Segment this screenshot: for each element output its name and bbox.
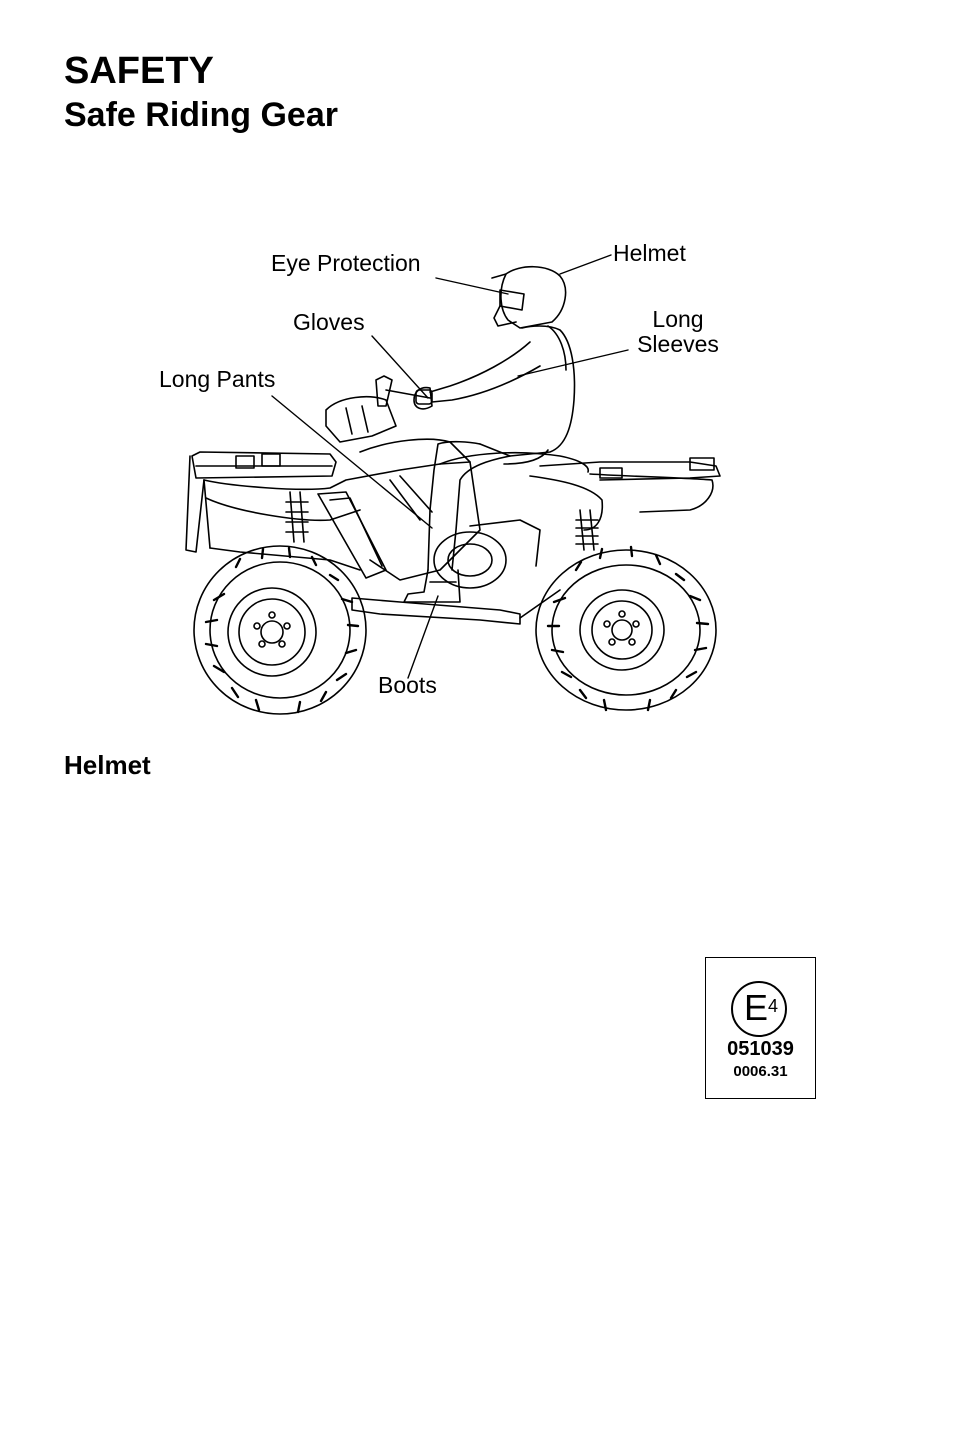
rear-wheel <box>193 545 367 715</box>
atv-rider-illustration: Eye Protection Helmet Gloves Long Sleeve… <box>0 230 954 720</box>
ece-country-number: 4 <box>768 996 779 1016</box>
ece-approval-label: E 4 051039 0006.31 <box>705 957 816 1099</box>
atv-body <box>185 375 721 625</box>
label-eye-protection: Eye Protection <box>271 250 421 276</box>
label-long-sleeves-line1: Long <box>652 306 704 332</box>
label-long-sleeves: Long Sleeves <box>632 306 724 358</box>
rider <box>403 265 576 603</box>
front-wheel <box>535 545 717 712</box>
ece-mark-letter: E <box>744 987 769 1028</box>
atv-rider-drawing <box>185 254 721 715</box>
label-long-pants: Long Pants <box>159 366 276 392</box>
ece-mark-circle: E 4 <box>731 981 787 1037</box>
leader-lines <box>271 254 629 679</box>
label-gloves: Gloves <box>293 309 365 335</box>
label-helmet: Helmet <box>613 240 686 266</box>
ece-approval-number: 051039 <box>727 1038 794 1060</box>
section-heading-helmet: Helmet <box>64 750 151 780</box>
label-long-sleeves-line2: Sleeves <box>637 331 719 358</box>
page-title: SAFETY <box>64 50 214 92</box>
page-subtitle: Safe Riding Gear <box>64 96 338 134</box>
label-boots: Boots <box>378 672 437 698</box>
ece-serial-number: 0006.31 <box>733 1063 788 1080</box>
